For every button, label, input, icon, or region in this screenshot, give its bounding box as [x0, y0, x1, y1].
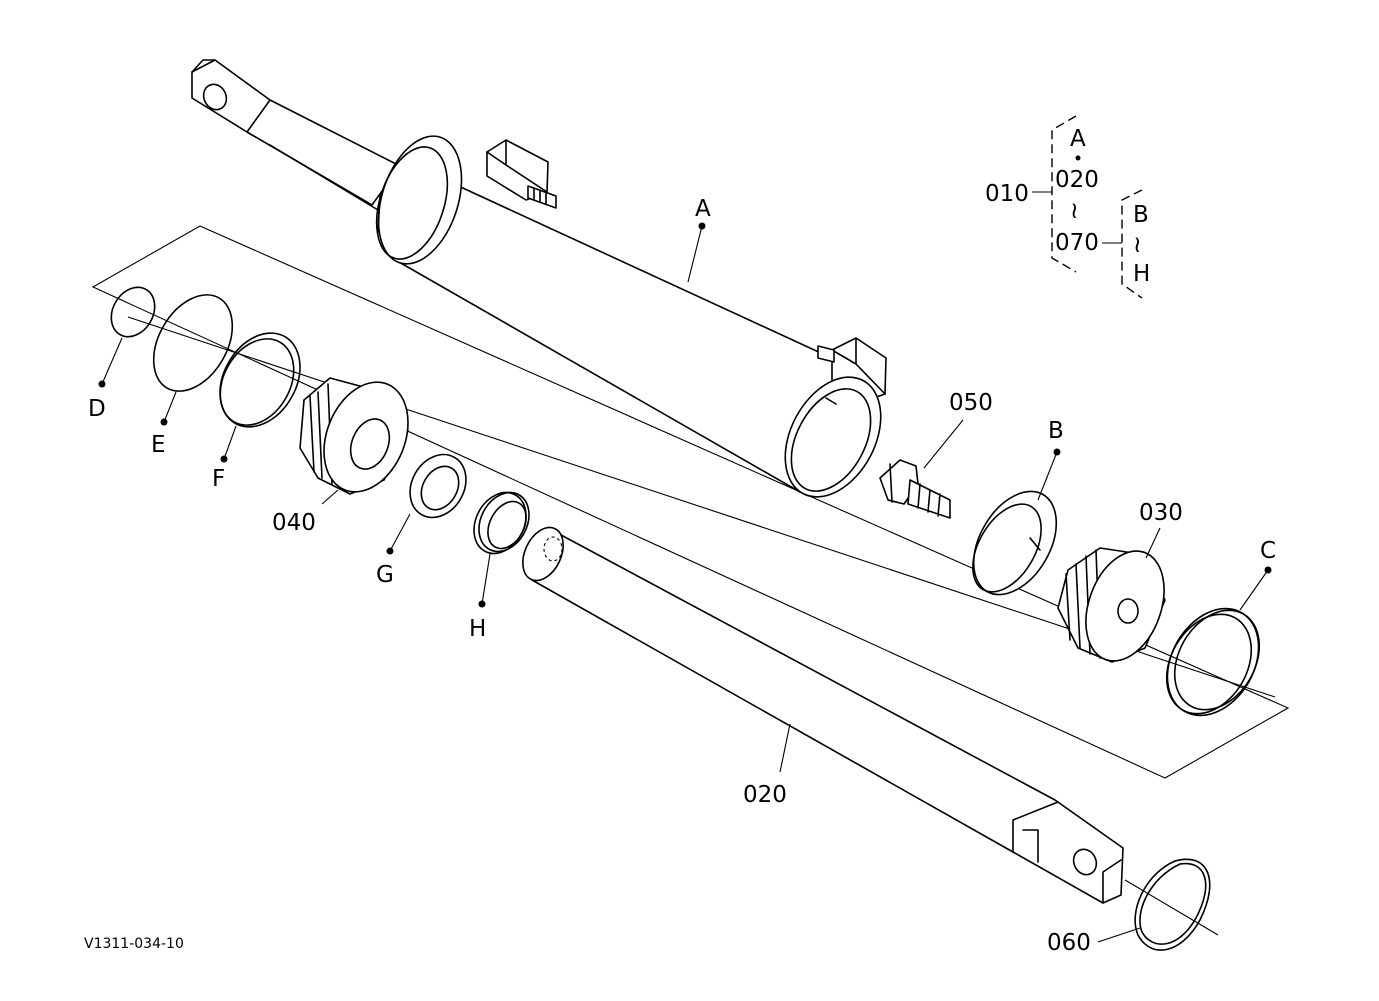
label-a: A [695, 196, 711, 222]
snap-ring-060 [1134, 858, 1211, 951]
rod-axis-line [1124, 879, 1219, 936]
label-f: F [212, 466, 225, 492]
legend-a: A [1070, 126, 1086, 152]
piston-030 [1057, 547, 1166, 663]
label-040: 040 [272, 510, 316, 536]
assembly-legend: 010 A 020 ≀ 070 B ≀ H [985, 115, 1150, 299]
label-030: 030 [1139, 500, 1183, 526]
legend-h: H [1133, 261, 1150, 287]
wiper-ring-g [409, 453, 467, 519]
label-b: B [1048, 418, 1064, 444]
seal-ring-c [1165, 607, 1261, 717]
label-060: 060 [1047, 930, 1091, 956]
reference-code: V1311-034-10 [84, 936, 184, 952]
legend-tilde-1: ≀ [1070, 198, 1079, 224]
seal-kit-frame [91, 225, 1290, 779]
label-020: 020 [743, 782, 787, 808]
cylinder-tube [191, 59, 887, 498]
label-e: E [151, 432, 166, 458]
rod-seal-h [473, 491, 530, 555]
piston-rod [522, 526, 1124, 904]
o-ring-e [152, 294, 234, 392]
legend-tilde-2: ≀ [1133, 232, 1142, 258]
bolt-050 [879, 459, 951, 519]
legend-070: 070 [1055, 230, 1099, 256]
label-c: C [1260, 538, 1276, 564]
label-h: H [469, 616, 486, 642]
leaders [98, 222, 1272, 943]
legend-020: 020 [1055, 167, 1099, 193]
rod-guide-040 [299, 377, 409, 495]
o-ring-d [110, 286, 156, 338]
legend-b: B [1133, 202, 1149, 228]
label-g: G [376, 562, 394, 588]
backup-ring-f [219, 332, 301, 428]
label-050: 050 [949, 390, 993, 416]
split-ring-b [972, 490, 1058, 596]
legend-010: 010 [985, 181, 1029, 207]
label-d: D [88, 396, 106, 422]
